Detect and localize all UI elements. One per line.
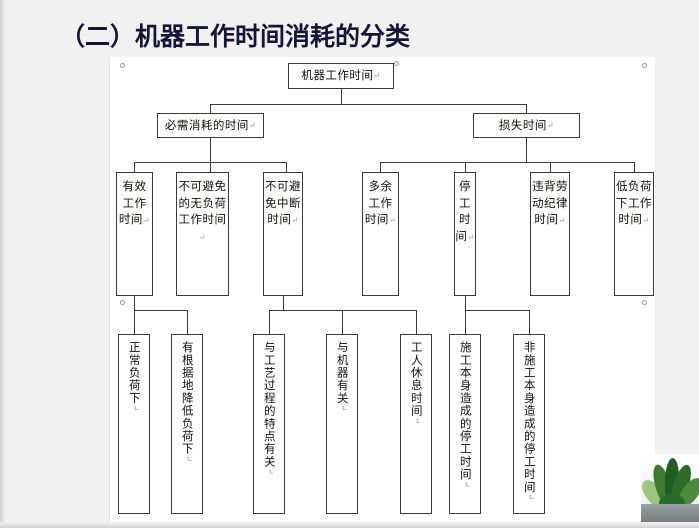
node-label: 与工艺过程的特点有关	[262, 341, 277, 468]
connector-l3-3	[286, 162, 287, 172]
connector-l4-4	[342, 310, 343, 334]
page-title: （二）机器工作时间消耗的分类	[60, 22, 411, 51]
connector-l4-3	[269, 310, 270, 334]
diagram-canvas: 机器工作时间↵ 必需消耗的时间↵ 损失时间↵ 有效工作时间↵	[110, 57, 655, 528]
node-low-load-work-time[interactable]: 低负荷下工作时间↵	[614, 172, 654, 296]
paragraph-mark: ↵	[338, 404, 348, 413]
paragraph-mark: ↵	[412, 417, 422, 426]
paragraph-mark: ↵	[198, 233, 207, 243]
node-label: 停工时间	[455, 179, 471, 244]
paragraph-mark: ↵	[558, 216, 566, 226]
connector-l3-5-stem	[465, 296, 466, 310]
node-label: 与机器有关	[335, 341, 350, 405]
node-label: 损失时间	[498, 117, 547, 132]
connector-l3-3-stem	[283, 296, 284, 310]
selection-handle-top-right[interactable]	[642, 63, 647, 68]
connector-l3-5	[465, 162, 466, 172]
node-lost-time[interactable]: 损失时间↵	[473, 113, 580, 138]
connector-l2b-bus	[380, 162, 634, 163]
connector-l3-1-bus	[134, 310, 187, 311]
selection-handle-top-left[interactable]	[120, 63, 125, 68]
paragraph-mark: ↵	[546, 120, 555, 130]
paragraph-mark: ↵	[265, 468, 275, 476]
plant-photo	[641, 454, 699, 528]
connector-l4-2	[187, 310, 188, 334]
node-worker-rest-time[interactable]: 工人休息时间↵	[400, 334, 432, 514]
connector-l3-2	[210, 162, 211, 172]
paragraph-mark: ↵	[130, 404, 140, 413]
node-effective-work-time[interactable]: 有效工作时间↵	[116, 172, 153, 296]
node-root[interactable]: 机器工作时间↵	[288, 63, 394, 89]
connector-root-stem	[341, 89, 342, 104]
node-stoppage-time[interactable]: 停工时间↵	[454, 172, 476, 296]
node-label: 非施工本身造成的停工时间	[522, 341, 537, 494]
node-normal-load[interactable]: 正常负荷下↵	[118, 334, 150, 514]
node-label: 多余工作时间	[364, 179, 393, 227]
paragraph-mark: ↵	[461, 480, 471, 489]
paragraph-mark: ↵	[388, 216, 397, 226]
paragraph-mark: ↵	[248, 120, 257, 130]
node-stoppage-caused-by-construction[interactable]: 施工本身造成的停工时间↵	[449, 334, 481, 514]
node-surplus-work-time[interactable]: 多余工作时间↵	[362, 172, 399, 296]
connector-l4-7	[529, 310, 530, 334]
connector-l3-4	[380, 162, 381, 172]
paragraph-mark: ↵	[183, 455, 193, 464]
node-label: 有根据地降低负荷下	[180, 341, 195, 456]
connector-l2a-stem	[210, 138, 211, 162]
node-label: 有效工作时间	[118, 179, 147, 227]
connector-l4-5	[416, 310, 417, 334]
plant-pot	[641, 504, 699, 528]
node-labor-discipline-violation-time[interactable]: 违背劳动纪律时间↵	[530, 172, 570, 296]
node-justified-reduced-load[interactable]: 有根据地降低负荷下↵	[171, 334, 203, 514]
paragraph-mark: ↵	[291, 216, 299, 226]
node-required-time[interactable]: 必需消耗的时间↵	[157, 113, 264, 138]
node-stoppage-not-caused-by-construction[interactable]: 非施工本身造成的停工时间↵	[513, 334, 545, 514]
node-label: 施工本身造成的停工时间	[458, 341, 473, 481]
connector-l2b-stem	[526, 138, 527, 162]
paragraph-mark: ↵	[525, 493, 535, 502]
node-process-characteristics-related[interactable]: 与工艺过程的特点有关↵	[253, 334, 285, 514]
connector-root-bus	[210, 104, 526, 105]
paragraph-mark: ↵	[142, 216, 151, 226]
selection-handle-mid-left[interactable]	[120, 300, 125, 305]
connector-l3-7	[634, 162, 635, 172]
connector-to-l2-b	[526, 104, 527, 113]
node-label: 不可避免的无负荷工作时间	[178, 179, 227, 227]
connector-l3-1-stem	[134, 296, 135, 310]
node-label: 低负荷下工作时间	[616, 179, 652, 227]
connector-l3-1	[134, 162, 135, 172]
node-label: 不可避免中断时间	[265, 179, 301, 227]
node-root-label: 机器工作时间	[301, 68, 374, 83]
node-label: 违背劳动纪律时间	[532, 179, 568, 227]
paragraph-mark: ↵	[467, 233, 475, 243]
node-label: 必需消耗的时间	[164, 117, 249, 132]
selection-handle-mid-right[interactable]	[642, 300, 647, 305]
node-unavoidable-noload-work-time[interactable]: 不可避免的无负荷工作时间 ↵	[176, 172, 229, 296]
node-unavoidable-interruption-time[interactable]: 不可避免中断时间↵	[263, 172, 303, 296]
connector-l3-5-bus	[465, 310, 529, 311]
connector-l4-1	[134, 310, 135, 334]
node-machine-related[interactable]: 与机器有关↵	[326, 334, 358, 514]
connector-l4-6	[465, 310, 466, 334]
connector-to-l2-a	[210, 104, 211, 113]
paragraph-mark: ↵	[373, 71, 381, 81]
connector-l3-6	[550, 162, 551, 172]
paragraph-mark: ↵	[642, 216, 650, 226]
node-label: 正常负荷下	[127, 341, 142, 405]
node-label: 工人休息时间	[409, 341, 424, 418]
selection-handle-root[interactable]	[394, 61, 399, 66]
